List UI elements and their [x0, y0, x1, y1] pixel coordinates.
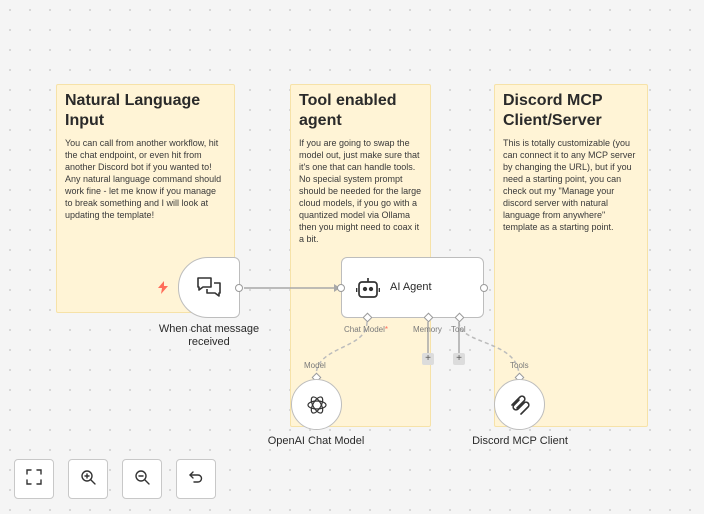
zoom-out-icon [134, 469, 150, 490]
agent-node-label: AI Agent [390, 281, 432, 293]
memory-port-label: Memory [413, 325, 442, 334]
undo-icon [188, 469, 204, 490]
reset-button[interactable] [176, 459, 216, 499]
fit-view-button[interactable] [14, 459, 54, 499]
sticky-note-tool-agent[interactable]: Tool enabled agent If you are going to s… [290, 84, 431, 427]
sticky-title: Discord MCP Client/Server [503, 92, 603, 129]
agent-input-handle[interactable] [337, 284, 345, 292]
discord-mcp-client-node[interactable] [494, 379, 545, 430]
zoom-out-button[interactable] [122, 459, 162, 499]
ai-agent-node[interactable]: AI Agent [341, 257, 484, 318]
openai-port-label: Model [304, 361, 326, 370]
sticky-body: You can call from another workflow, hit … [65, 138, 222, 220]
sticky-note-natural-language[interactable]: Natural Language Input You can call from… [56, 84, 235, 313]
agent-output-handle[interactable] [480, 284, 488, 292]
sticky-title: Natural Language Input [65, 92, 201, 129]
sticky-title: Tool enabled agent [299, 92, 397, 129]
openai-node-label: OpenAI Chat Model [267, 435, 365, 447]
openai-logo-icon [305, 393, 329, 422]
sticky-body: This is totally customizable (you can co… [503, 138, 636, 232]
fit-view-icon [26, 468, 42, 490]
chat-trigger-node[interactable] [178, 257, 240, 318]
add-memory-button[interactable]: + [422, 353, 434, 365]
model-connection [315, 321, 368, 377]
mcp-logo-icon [510, 395, 530, 420]
trigger-output-handle[interactable] [235, 284, 243, 292]
sticky-note-discord-mcp[interactable]: Discord MCP Client/Server This is totall… [494, 84, 648, 427]
tool-port-label: Tool [451, 325, 466, 334]
add-tool-button[interactable]: + [453, 353, 465, 365]
trigger-bolt-icon [158, 281, 168, 299]
robot-icon [355, 277, 381, 304]
trigger-node-label: When chat message received [158, 323, 260, 348]
zoom-in-button[interactable] [68, 459, 108, 499]
mcp-port-label: Tools [510, 361, 529, 370]
zoom-in-icon [80, 469, 96, 490]
chat-bubbles-icon [196, 275, 222, 306]
mcp-node-label: Discord MCP Client [472, 435, 568, 447]
sticky-body: If you are going to swap the model out, … [299, 138, 422, 244]
openai-chat-model-node[interactable] [291, 379, 342, 430]
chat-model-port-label: Chat Model* [344, 325, 389, 334]
